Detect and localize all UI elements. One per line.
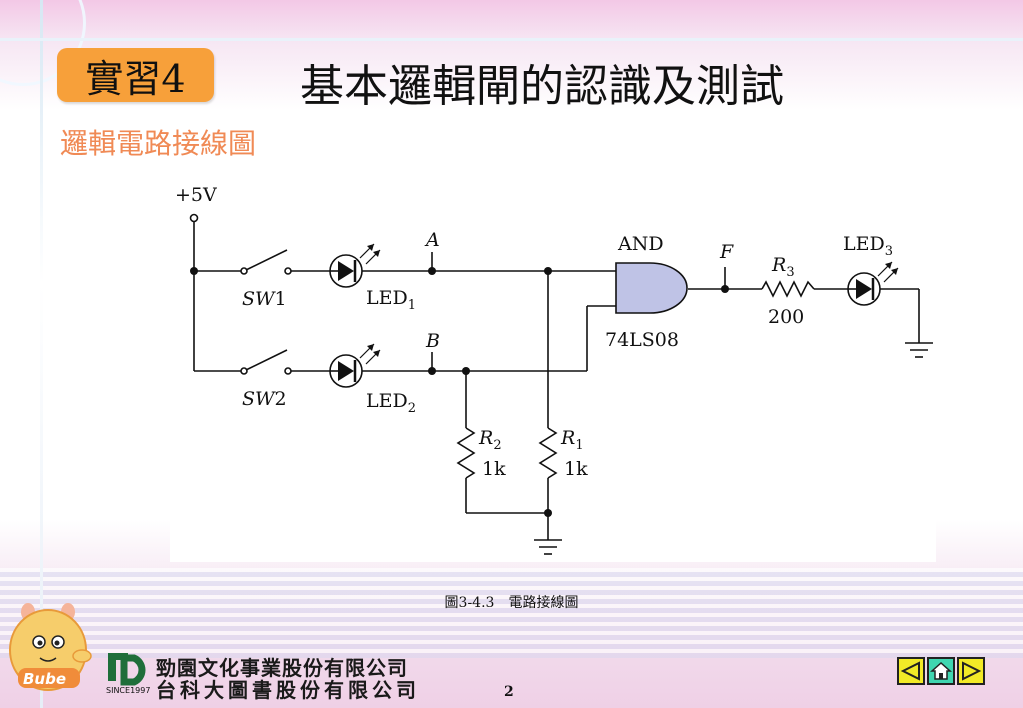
supply-terminal [189,213,199,223]
r2-label: R2 [478,427,502,453]
sw2-terminal-right [284,367,292,375]
publisher-name-2: 台科大圖書股份有限公司 [156,678,420,702]
decorative-vertical-line [40,0,43,708]
led3-label: LED3 [843,233,893,259]
r2-resistor [456,427,476,479]
node-f-label: F [719,241,734,263]
junction-dot [721,285,729,293]
section-subtitle: 邏輯電路接線圖 [60,127,257,160]
publisher-name-1: 勁園文化事業股份有限公司 [156,656,408,680]
sw1-terminal-right [284,267,292,275]
publisher-block: SINCE1997 勁園文化事業股份有限公司 台科大圖書股份有限公司 [106,650,416,702]
led3-icon [847,261,899,306]
r3-value: 200 [768,306,804,328]
decorative-horizontal-line [0,38,1023,41]
mascot-icon: Bube [9,603,92,691]
page-number: 2 [504,684,514,700]
svg-text:Bube: Bube [23,670,66,688]
figure-caption: 圖3-4.3 電路接線圖 [444,595,579,611]
and-gate [615,262,688,314]
sw2-terminal-left [240,367,248,375]
home-icon [930,661,952,680]
r3-label: R3 [771,254,795,280]
home-button[interactable] [927,657,955,685]
r1-label: R1 [560,427,584,453]
circuit-diagram: +5V SW1 SW2 LED1 LED2 LED3 A B F AND 74L… [170,182,936,562]
supply-label: +5V [175,184,217,206]
junction-dot [428,367,436,375]
slide-navigation [897,657,985,685]
sw2-blade [245,349,288,371]
junction-dot [190,267,198,275]
sw2-label: SW2 [242,388,287,410]
prev-slide-button[interactable] [897,657,925,685]
sw1-terminal-left [240,267,248,275]
sw1-blade [245,249,288,271]
led1-label: LED1 [366,287,416,313]
r2-value: 1k [482,458,506,480]
node-a-label: A [424,229,440,251]
junction-dot [428,267,436,275]
led1-icon [329,243,381,288]
led2-label: LED2 [366,390,416,416]
junction-dot [544,509,552,517]
junction-dot [462,367,470,375]
r3-resistor [761,280,815,298]
since-label: SINCE1997 [106,686,151,695]
gate-type-label: AND [617,233,664,255]
slide-title: 基本邏輯閘的認識及測試 [300,61,784,112]
sw1-label: SW1 [242,288,287,310]
r1-value: 1k [564,458,588,480]
publisher-logo-icon [108,653,146,686]
triangle-left-icon [900,661,920,681]
footer-stripes [0,568,1023,658]
r1-resistor [538,427,558,479]
junction-dot [544,267,552,275]
next-slide-button[interactable] [957,657,985,685]
chapter-badge: 實習4 [57,48,214,102]
gate-part-label: 74LS08 [605,329,679,351]
circuit-svg: +5V SW1 SW2 LED1 LED2 LED3 A B F AND 74L… [175,184,933,555]
node-b-label: B [425,330,440,352]
led2-icon [329,343,381,388]
triangle-right-icon [962,661,982,681]
